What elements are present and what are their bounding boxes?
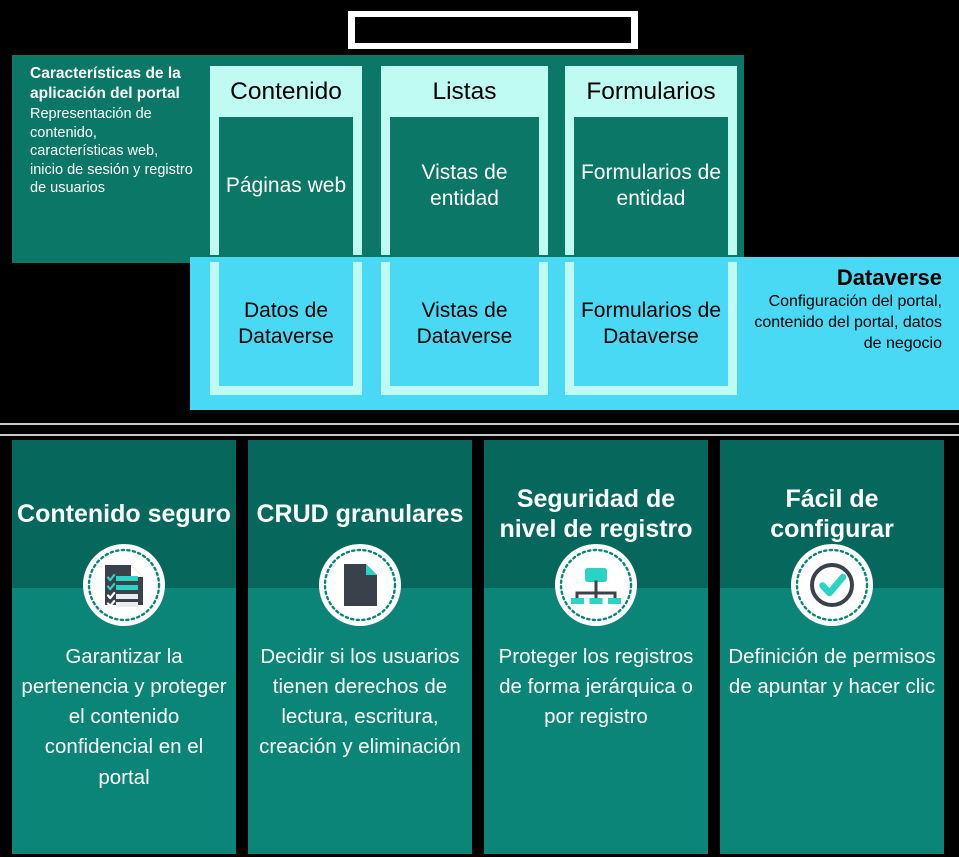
feature-description: Garantizar la pertenencia y proteger el … (21, 645, 227, 789)
column-gap-notch (236, 440, 248, 588)
column-header-label: Formularios (586, 78, 716, 105)
card-vistas-de-entidad: Vistas de entidad (381, 117, 548, 255)
feature-title: Seguridad de nivel de registro (499, 484, 693, 544)
feature-title: Fácil de configurar (770, 484, 894, 544)
card-label: Páginas web (225, 173, 347, 197)
column-header-formularios: Formularios (565, 66, 737, 117)
feature-card-facil-de-configurar: Fácil de configurar Definición de permis… (720, 440, 944, 854)
dataverse-title: Dataverse (836, 265, 942, 290)
feature-card-contenido-seguro: Contenido seguro Garantizar la pertenenc… (12, 440, 236, 854)
card-formularios-de-dataverse: Formularios de Dataverse (565, 262, 737, 395)
portal-features-title: Características de la aplicación del por… (30, 65, 181, 102)
dataverse-subtitle: Configuración del portal, contenido del … (754, 292, 942, 352)
feature-card-crud-granulares: CRUD granulares Decidir si los usuarios … (248, 440, 472, 854)
portal-features-panel: Características de la aplicación del por… (12, 55, 204, 263)
column-header-label: Listas (432, 78, 497, 105)
feature-header: Contenido seguro (12, 440, 236, 588)
card-label: Vistas de entidad (421, 160, 508, 210)
feature-title: Contenido seguro (17, 499, 231, 528)
card-datos-de-dataverse: Datos de Dataverse (210, 262, 362, 395)
card-label: Formularios de Dataverse (580, 298, 722, 348)
card-vistas-de-dataverse: Vistas de Dataverse (381, 262, 548, 395)
column-gap-notch (708, 814, 720, 857)
card-label: Vistas de Dataverse (416, 298, 513, 348)
feature-description: Proteger los registros de forma jerárqui… (498, 645, 694, 729)
feature-title: CRUD granulares (256, 499, 464, 528)
card-formularios-de-entidad: Formularios de entidad (565, 117, 737, 255)
section-divider-bottom (0, 434, 959, 436)
column-header-contenido: Contenido (210, 66, 362, 117)
feature-description: Definición de permisos de apuntar y hace… (728, 645, 936, 699)
column-gap-notch (472, 814, 484, 857)
section-divider-top (0, 423, 959, 425)
column-gap-notch (708, 440, 720, 588)
column-gap-notch (236, 814, 248, 857)
dataverse-panel: Dataverse Configuración del portal, cont… (744, 257, 950, 410)
feature-description: Decidir si los usuarios tienen derechos … (259, 645, 461, 759)
column-header-label: Contenido (230, 78, 342, 105)
column-header-listas: Listas (381, 66, 548, 117)
portal-features-subtitle: Representación de contenido, característ… (30, 106, 193, 197)
card-label: Formularios de entidad (580, 160, 722, 210)
check-circle-icon (791, 544, 873, 626)
portal-features-section: Características de la aplicación del por… (0, 49, 959, 421)
feature-card-seguridad-nivel-registro: Seguridad de nivel de registro Proteger … (484, 440, 708, 854)
checklist-document-icon (83, 544, 165, 626)
feature-header: CRUD granulares (248, 440, 472, 588)
card-paginas-web: Páginas web (210, 117, 362, 255)
document-page-icon (319, 544, 401, 626)
column-gap-notch (472, 440, 484, 588)
title-banner-text: Portal app features (355, 17, 631, 43)
card-label: Datos de Dataverse (238, 298, 334, 348)
hierarchy-chart-icon (555, 544, 637, 626)
